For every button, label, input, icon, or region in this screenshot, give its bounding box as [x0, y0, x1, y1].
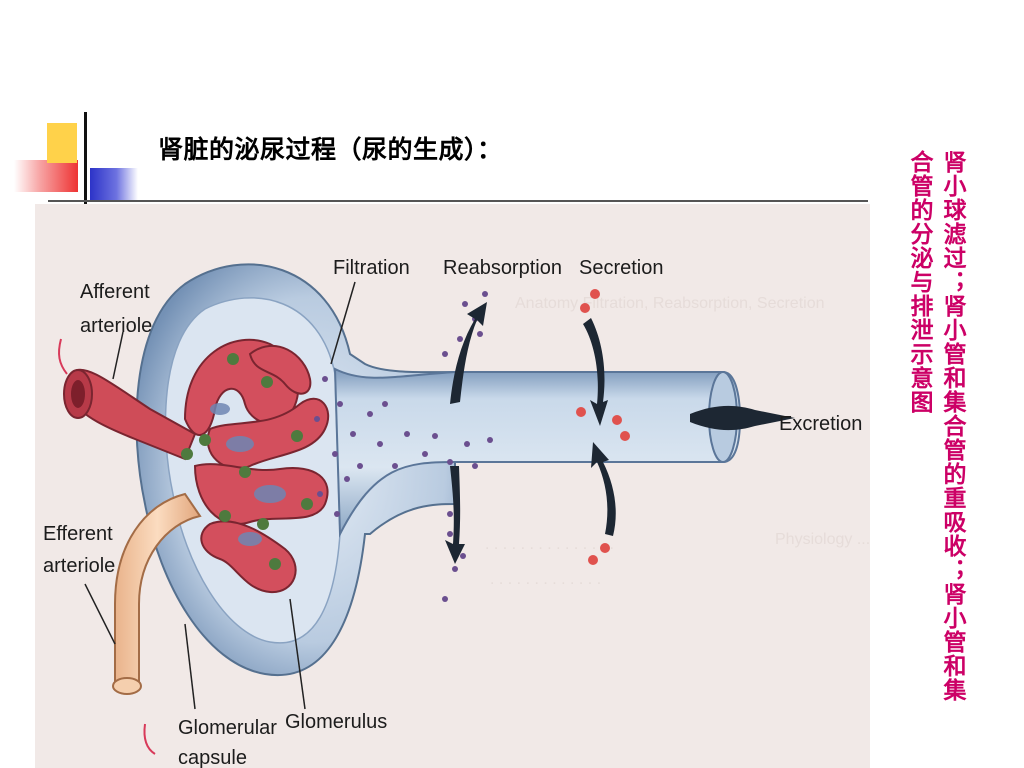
label-secretion: Secretion: [579, 257, 664, 279]
tuft-shadows: [210, 403, 286, 546]
decorative-red-bar: [14, 160, 78, 192]
side-caption: 肾小球滤过；肾小管和集合管的重吸收；肾小管和集合管的分泌与排泄示意图: [906, 150, 965, 702]
afferent-arteriole: [63, 368, 197, 461]
svg-text:Anatomy Filtration, Reabsorpti: Anatomy Filtration, Reabsorption, Secret…: [515, 295, 824, 312]
nephron-diagram: Anatomy Filtration, Reabsorption, Secret…: [35, 204, 870, 768]
label-afferent: Afferent: [80, 281, 150, 303]
label-reabsorption: Reabsorption: [443, 257, 562, 279]
label-pointer-lines: [84, 281, 356, 710]
label-efferent: Efferent: [43, 523, 113, 545]
background-scan-text: Anatomy Filtration, Reabsorption, Secret…: [485, 295, 870, 588]
decorative-blue-bar: [90, 168, 138, 202]
decorative-vertical-line: [84, 112, 87, 204]
slide-title: 肾脏的泌尿过程（尿的生成）：: [158, 135, 503, 164]
label-glomerular: Glomerular: [178, 717, 277, 739]
label-glomerular-capsule: capsule: [178, 747, 247, 768]
label-excretion: Excretion: [779, 413, 862, 435]
decorative-yellow-square: [47, 123, 77, 163]
nephron-illustration: Anatomy Filtration, Reabsorption, Secret…: [43, 257, 870, 768]
svg-text:. . . . . . . . . . . . . . .: . . . . . . . . . . . . . . .: [485, 536, 614, 553]
efferent-arteriole: [112, 492, 202, 695]
label-filtration: Filtration: [333, 257, 410, 279]
svg-text:Physiology ...: Physiology ...: [775, 531, 870, 548]
filtrate-particles: [314, 291, 493, 602]
capillary-cells: [181, 353, 313, 570]
label-glomerulus: Glomerulus: [285, 711, 387, 733]
label-efferent-arteriole: arteriole: [43, 555, 115, 577]
title-divider-line: [48, 200, 868, 202]
svg-text:. . . . . . . . . . . . .: . . . . . . . . . . . . .: [490, 571, 601, 588]
secretion-arrows: [576, 289, 630, 565]
reabsorption-arrows: [445, 302, 487, 564]
flow-arrows: [58, 338, 156, 755]
excretion-arrow: [690, 405, 795, 431]
label-afferent-arteriole: arteriole: [80, 315, 152, 337]
